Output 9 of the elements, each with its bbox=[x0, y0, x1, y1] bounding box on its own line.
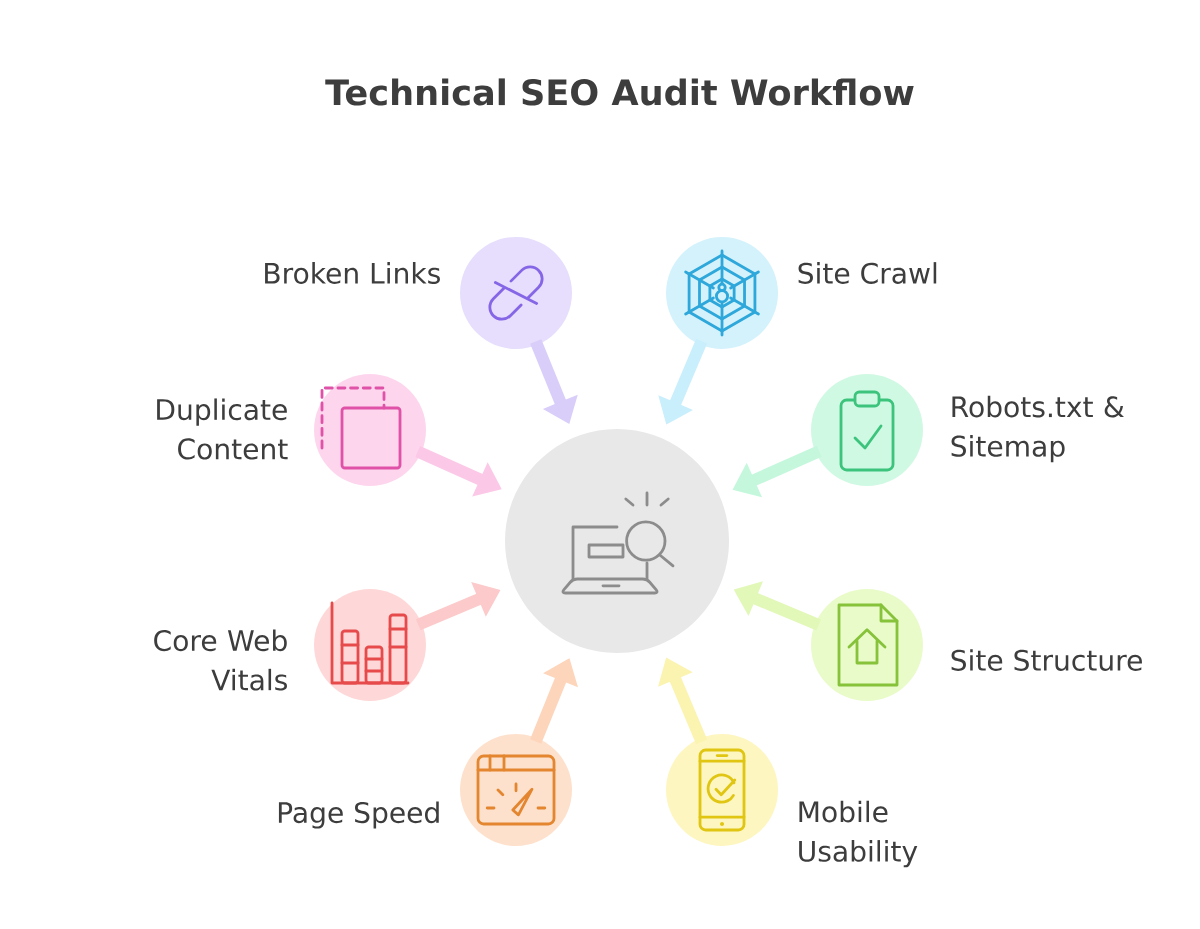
node-label: Robots.txt & Sitemap bbox=[951, 395, 1124, 463]
node-label: Site Crawl bbox=[798, 262, 937, 284]
node-label: Site Structure bbox=[951, 649, 1142, 671]
node-label: Page Speed bbox=[278, 801, 439, 829]
title: Technical SEO Audit Workflow bbox=[325, 78, 914, 106]
node-label: Duplicate Content bbox=[157, 398, 288, 460]
node-label: Broken Links bbox=[265, 262, 440, 284]
node-label: Core Web Vitals bbox=[154, 629, 287, 691]
node-label: Mobile Usability bbox=[799, 800, 918, 868]
